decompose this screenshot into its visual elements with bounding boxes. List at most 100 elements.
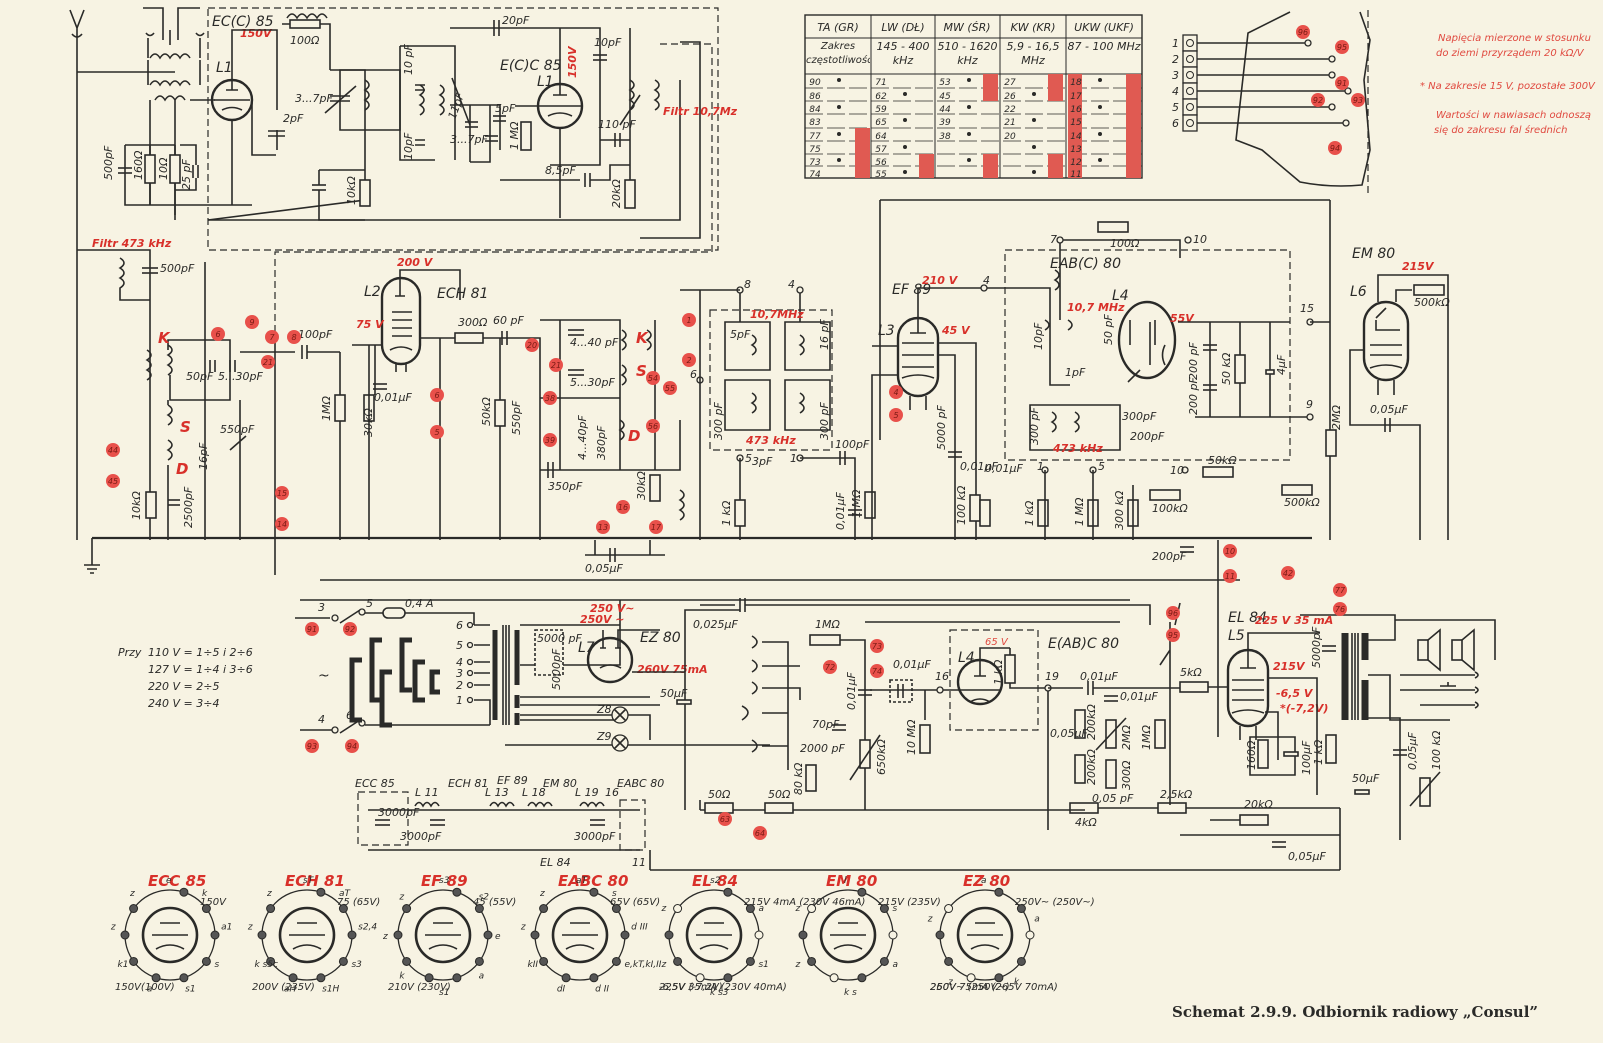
switch-contact-number: 20 [1004, 132, 1016, 142]
switch-contact-cell [1048, 74, 1063, 88]
switch-contact-number: 45 [939, 92, 951, 102]
switch-contact-number: 77 [809, 132, 821, 142]
label-c005f: 0,05μF [1406, 732, 1419, 770]
note-line-5: się do zakresu fal średnich [1434, 124, 1568, 136]
label-filter-473: Filtr 473 kHz [92, 237, 172, 250]
pinout-pin [201, 904, 211, 914]
terminal-screw[interactable] [1182, 98, 1198, 116]
pinout-pin [935, 930, 945, 940]
tp-92: 92 [345, 625, 355, 634]
switch-contact-number: 64 [875, 132, 887, 142]
pinout-pin-label: z [661, 960, 667, 970]
switch-contact-dot [837, 78, 841, 82]
tp-11: 11 [1225, 572, 1235, 581]
ref-l5: L5 [1228, 628, 1245, 644]
af-triode-shield [949, 629, 1039, 731]
label-r1m3: 1 MΩ [1073, 497, 1086, 526]
terminal-screw[interactable] [1182, 82, 1198, 100]
pinout-pin [288, 973, 298, 983]
label-c10a: 10 pF [402, 44, 415, 75]
label-coil-s: S [180, 418, 191, 436]
pinout-pin-label: s1 [185, 985, 195, 995]
pinout-title: EZ 80 [963, 872, 1010, 890]
pinout-pin [673, 904, 683, 914]
pinout-pin [210, 930, 220, 940]
label-r1m5: 1MΩ [1140, 725, 1153, 750]
screw-icon [1186, 71, 1194, 79]
pinout-pin-label: aT [339, 889, 352, 899]
pinout-pin-label: d III [631, 922, 648, 932]
pinout-pin-label: s3 [351, 960, 362, 970]
node-5: 5 [1098, 460, 1105, 473]
switch-contact-cell [855, 128, 870, 141]
label-r1m-osc: 1 MΩ [508, 121, 521, 150]
switch-contact-number: 65 [875, 118, 887, 128]
switch-contact-cell [1126, 166, 1141, 178]
pinout-pin-label: aH [284, 985, 297, 995]
switch-contact-cell [1068, 114, 1082, 128]
terminal-label: 4 [1172, 85, 1179, 98]
choke-l18: L 18 [522, 786, 546, 799]
pinout-pin [611, 956, 621, 966]
pinout-pin-label: dI [557, 985, 566, 995]
label-c200pf: 200pF [1130, 430, 1165, 443]
switch-contact-number: 90 [809, 78, 821, 88]
tp-7: 7 [269, 333, 275, 342]
band-switch-table: TA (GR) LW (DŁ) MW (ŚR) KW (KR) UKW (UKF… [804, 14, 1143, 180]
switch-terminal [1304, 39, 1312, 47]
switch-contact-number: 56 [875, 158, 887, 168]
label-c005e: 0,05μF [1288, 850, 1326, 863]
tap-4: 4 [456, 656, 463, 669]
voltage-ecc85-rf: 150V [240, 27, 273, 40]
switch-contact-number: 21 [1004, 118, 1015, 128]
switch-contact-dot [837, 105, 841, 109]
pinout-title: ECH 81 [285, 872, 345, 890]
tube-em80: EM 80 L6 215V [1350, 246, 1435, 395]
tp-95: 95 [1168, 631, 1178, 640]
switch-contact-cell [1068, 101, 1082, 114]
pinout-pin-label: s2 [710, 876, 721, 886]
pinout-title: EL 84 [692, 872, 738, 890]
tube-ez80: EZ 80 L7 250 V~ 250V ~ 260V 75mA [578, 602, 708, 684]
label-r1m2: 1 MΩ [850, 489, 863, 518]
switch-contact-number: 71 [875, 78, 886, 88]
pinout-pin-label: a [981, 876, 987, 886]
pinout-pin-label: s [612, 889, 617, 899]
ground-symbol [84, 538, 100, 574]
band-range-ta: Zakres częstotliwości [806, 41, 870, 66]
switch-contact-number: 17 [1070, 92, 1082, 102]
tp-74: 74 [872, 667, 882, 676]
tube-ecc85-rf: EC(C) 85 150V L1 [210, 14, 276, 156]
tp-93: 93 [307, 742, 317, 751]
label-ez80: EZ 80 [640, 630, 681, 646]
pinout-pin [829, 973, 839, 983]
mains-note-row-4: 240 V = 3÷4 [148, 697, 219, 710]
label-c3000c: 3000pF [574, 830, 616, 843]
label-ecc85-rf: EC(C) 85 [212, 14, 274, 30]
node-9: 9 [1306, 398, 1313, 411]
terminal-screw[interactable] [1182, 66, 1198, 84]
switch-contact-cell [1126, 128, 1141, 141]
switch-contact-number: 53 [939, 78, 951, 88]
tube-eabc80-af: E(AB)C 80 L4 65 V [956, 636, 1119, 706]
terminal-screw[interactable] [1182, 50, 1198, 68]
label-r20k: 20kΩ [610, 179, 623, 208]
label-r1k2: 1 kΩ [1023, 500, 1036, 526]
label-r1m: 1MΩ [320, 396, 333, 421]
pinout-pin [201, 956, 211, 966]
switch-terminal [1342, 119, 1350, 127]
pinout-pin [393, 930, 403, 940]
pinout-pin-label: sT [303, 876, 315, 886]
switch-contact-cell [919, 154, 934, 166]
tap-3: 3 [456, 667, 463, 680]
pinout-voltage: -6,5V (-7,2V) [659, 982, 723, 993]
pinout-voltage: 200V (235V) [252, 982, 315, 993]
terminal-screw[interactable] [1182, 34, 1198, 52]
terminal-screw[interactable] [1182, 114, 1198, 132]
pinout-pin [266, 904, 276, 914]
pinout-pin [723, 887, 733, 897]
label-c500b: 500pF [160, 262, 195, 275]
label-c10c: 10pF [594, 36, 622, 49]
cathode-network: 500pF 160Ω 10Ω 25 pF [102, 144, 252, 215]
